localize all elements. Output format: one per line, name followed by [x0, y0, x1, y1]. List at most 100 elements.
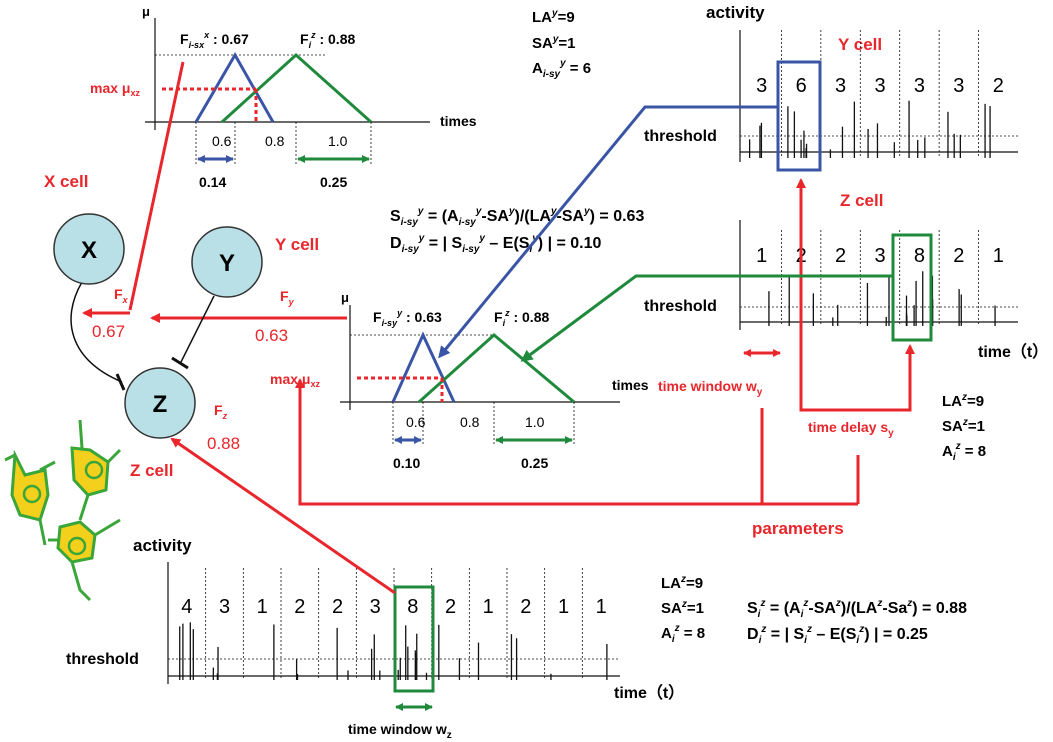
activity-z-right-spikes [768, 271, 996, 326]
mid-max-label: max μxz [270, 371, 320, 389]
z-node [124, 367, 196, 439]
bin-count: 1 [993, 245, 1004, 267]
activity-z-bottom-highlight-box [393, 585, 435, 693]
y-node-label: Y [219, 250, 235, 277]
params-z-bottom: LAz=9 SAz=1 Aiz = 8 [661, 574, 705, 645]
z-cell-title: Z cell [130, 461, 173, 480]
svg-text:SAz=1: SAz=1 [661, 599, 704, 617]
bin-count: 2 [520, 596, 531, 618]
bin-count: 3 [756, 75, 767, 97]
bin-count: 3 [370, 596, 381, 618]
y-node [191, 226, 263, 298]
svg-text:LAz=9: LAz=9 [661, 574, 703, 592]
svg-text:Diz = | Siz – E(Siz) | = 0.25: Diz = | Siz – E(Siz) | = 0.25 [747, 624, 928, 646]
fz-value: 0.88 [207, 434, 240, 453]
fy-value: 0.63 [255, 326, 288, 345]
y-cell-title: Y cell [275, 235, 319, 254]
bin-count: 8 [407, 596, 418, 618]
top-tick-2: 0.8 [265, 133, 285, 149]
time-window-wy-label: time window wy [658, 378, 763, 398]
bin-count: 2 [953, 245, 964, 267]
formula-d-z: Diz = | Siz – E(Siz) | = 0.25 [747, 624, 928, 646]
activity-z-bottom-axis-label: activity [133, 536, 192, 555]
svg-text:LAy=9: LAy=9 [532, 8, 575, 26]
top-width-right: 0.25 [320, 174, 347, 190]
svg-text:Siz = (Aiz-SAz)/(LAz-Saz) = 0.: Siz = (Aiz-SAz)/(LAz-Saz) = 0.88 [747, 598, 967, 620]
svg-text:LAz=9: LAz=9 [942, 392, 984, 410]
bin-count: 1 [558, 596, 569, 618]
svg-text:Aiz = 8: Aiz = 8 [661, 623, 705, 645]
mid-tick-3: 1.0 [525, 414, 545, 430]
mid-width-right: 0.25 [521, 455, 548, 471]
z-node-label: Z [153, 391, 168, 418]
mid-right-membership-label: Fiz : 0.88 [494, 308, 549, 328]
top-blue-triangle [194, 51, 275, 123]
fy-label: Fy [280, 288, 295, 307]
neuron-cells-icon [4, 419, 122, 602]
top-max-label: max μxz [90, 80, 140, 98]
mid-green-triangle [418, 333, 575, 404]
top-width-left: 0.14 [199, 174, 226, 190]
z-input-connector [170, 437, 396, 595]
fx-value: 0.67 [92, 322, 125, 341]
activity-z-right-threshold: threshold [644, 298, 717, 315]
bin-count: 3 [835, 75, 846, 97]
parameters-connector [295, 378, 764, 506]
blue-connector [438, 105, 778, 359]
params-z-right: LAz=9 SAz=1 Aiz = 8 [942, 392, 986, 463]
top-mu-label: μ [142, 4, 150, 19]
bin-count: 6 [796, 75, 807, 97]
top-green-triangle [220, 52, 372, 124]
bin-count: 3 [219, 596, 230, 618]
svg-text:Di-syy = | Si-syy – E(Siy) | =: Di-syy = | Si-syy – E(Siy) | = 0.10 [390, 233, 602, 255]
mid-left-membership-label: Fi-syy : 0.63 [373, 308, 442, 328]
fuzzy-chart-middle: μ times 0.6 0.8 1.0 0.10 0.25 max μxz Fi… [270, 290, 649, 471]
bin-count: 2 [294, 596, 305, 618]
bin-count: 1 [257, 596, 268, 618]
bin-count: 3 [874, 245, 885, 267]
mid-mu-label: μ [341, 290, 349, 305]
bin-count: 2 [332, 596, 343, 618]
x-node-label: X [81, 237, 97, 264]
bin-count: 4 [181, 596, 192, 618]
formula-s-z: Siz = (Aiz-SAz)/(LAz-Saz) = 0.88 [747, 598, 967, 620]
bin-count: 3 [874, 75, 885, 97]
bin-count: 2 [445, 596, 456, 618]
activity-z-right-title: Z cell [840, 191, 883, 210]
top-right-membership-label: Fiz : 0.88 [300, 30, 355, 50]
bin-count: 1 [483, 596, 494, 618]
activity-y-title: Y cell [838, 35, 882, 54]
bin-count: 3 [953, 75, 964, 97]
svg-text:Aiz = 8: Aiz = 8 [942, 441, 986, 463]
mid-blue-triangle [391, 331, 456, 403]
x-cell-title: X cell [44, 172, 88, 191]
svg-text:SAz=1: SAz=1 [942, 417, 985, 435]
top-tick-3: 1.0 [328, 133, 348, 149]
network-graph: X Y Z X cell Y cell Z cell Fx 0.67 Fy 0.… [44, 172, 319, 480]
params-y: LAy=9 SAy=1 Ai-syy = 6 [532, 8, 591, 80]
activity-y-threshold: threshold [644, 128, 717, 145]
bin-count: 2 [835, 245, 846, 267]
parameters-label: parameters [752, 519, 844, 538]
svg-text:Ai-syy = 6: Ai-syy = 6 [532, 58, 591, 80]
activity-y-highlight-box [776, 60, 822, 172]
top-left-membership-label: Fi-sxx : 0.67 [180, 30, 249, 50]
fx-label: Fx [114, 286, 129, 305]
mid-times-label: times [612, 377, 649, 393]
bin-count: 1 [596, 596, 607, 618]
activity-z-bottom-time: time（t） [614, 684, 684, 702]
top-tick-1: 0.6 [212, 133, 232, 149]
formula-d-y: Di-syy = | Si-syy – E(Siy) | = 0.10 [390, 233, 602, 255]
activity-y-spikes [748, 100, 991, 158]
fuzzy-chart-top: μ times 0.6 0.8 1.0 0.14 0.25 max μxz Fi… [90, 4, 477, 190]
formula-s-y: Si-syy = (Ai-syy-SAy)/(LAy-SAy) = 0.63 [390, 206, 644, 228]
activity-z-right-time: time（t） [978, 343, 1048, 361]
activity-z-right-highlight-box [891, 233, 933, 342]
bin-count: 1 [756, 245, 767, 267]
top-times-label: times [440, 113, 477, 129]
